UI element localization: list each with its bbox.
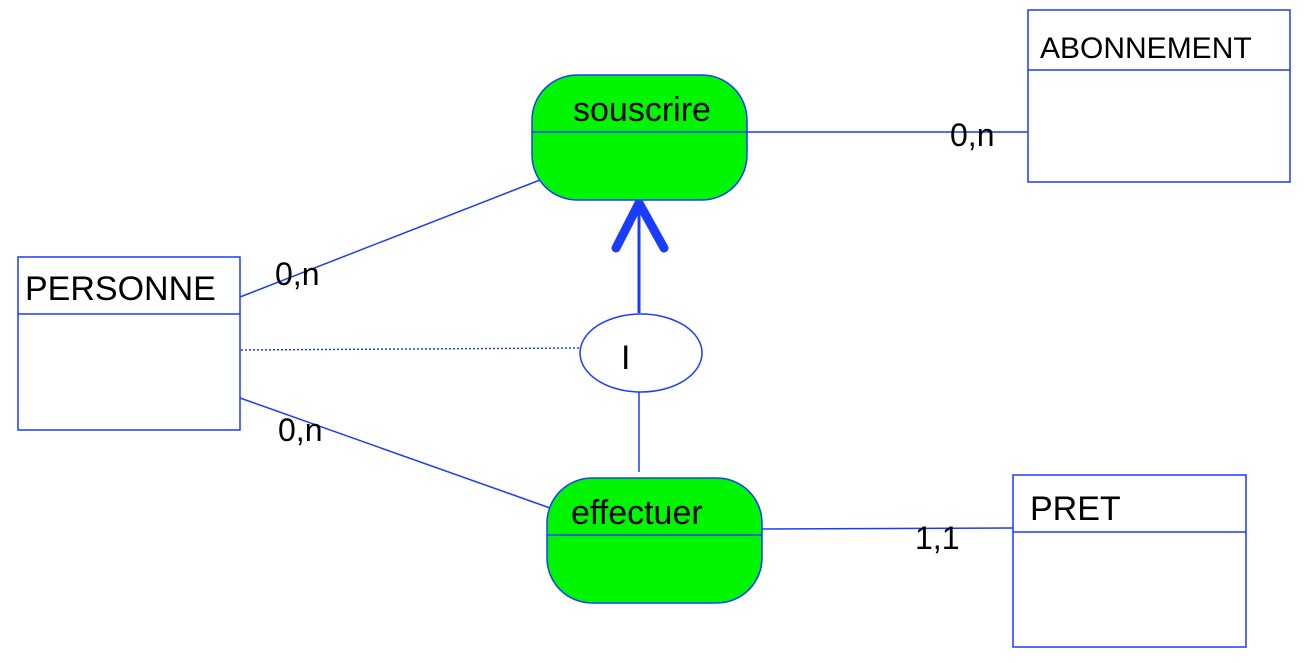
entity-title: ABONNEMENT [1040, 32, 1252, 65]
cardinality-effectuer-pret: 1,1 [915, 520, 959, 556]
association-souscrire[interactable]: souscrire [531, 74, 748, 201]
arrow-head-icon [611, 198, 669, 253]
cardinality-personne-souscrire: 0,n [275, 256, 319, 292]
entity-title: PRET [1030, 490, 1121, 528]
entity-pret[interactable]: PRET [1012, 474, 1247, 648]
constraint-inclusion[interactable]: I [579, 313, 703, 393]
entity-title: PERSONNE [25, 270, 216, 308]
association-effectuer[interactable]: effectuer [546, 477, 763, 604]
link-personne-effectuer [239, 397, 551, 509]
entity-abonnement[interactable]: ABONNEMENT [1027, 9, 1291, 183]
entity-personne[interactable]: PERSONNE [17, 256, 241, 431]
association-title: souscrire [573, 91, 711, 129]
constraint-label: I [621, 339, 630, 377]
cardinality-personne-effectuer: 0,n [278, 412, 322, 448]
link-personne-constraint-dotted [236, 347, 581, 351]
cardinality-souscrire-abonnement: 0,n [950, 117, 994, 153]
link-personne-souscrire [239, 179, 541, 298]
association-title: effectuer [571, 494, 703, 532]
link-effectuer-pret [761, 527, 1014, 530]
